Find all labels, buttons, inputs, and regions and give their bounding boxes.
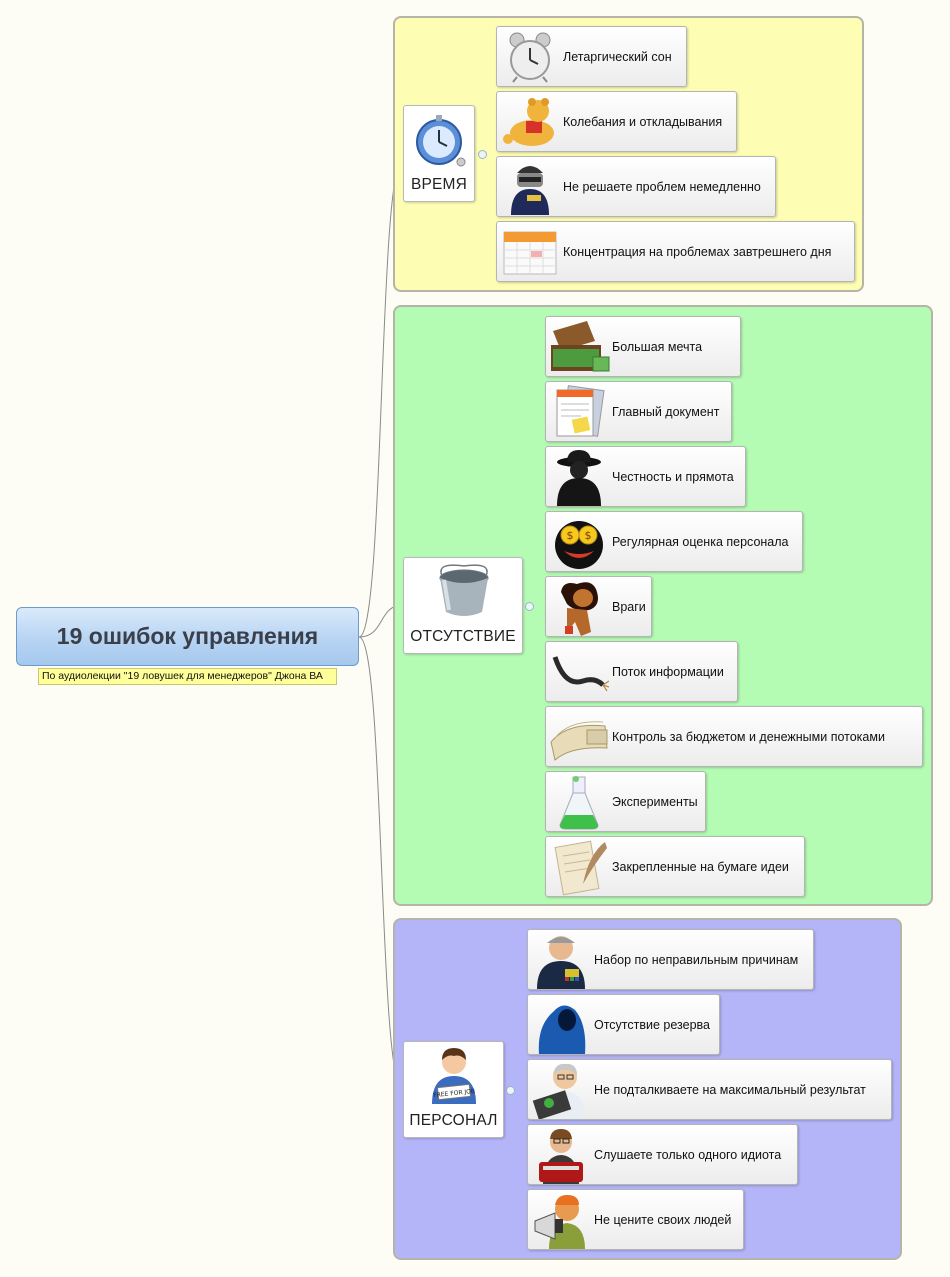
- svg-text:$: $: [585, 529, 592, 542]
- businessman-tablet-icon: [528, 1061, 594, 1119]
- topic-label: Не решаете проблем немедленно: [563, 179, 761, 194]
- money-suitcase-icon: [546, 318, 612, 376]
- topic-staff-4[interactable]: Слушаете только одного идиота: [527, 1124, 798, 1185]
- topic-label: Большая мечта: [612, 339, 703, 354]
- topic-label: Летаргический сон: [563, 49, 672, 64]
- hooded-figure-icon: [528, 996, 594, 1054]
- megaphone-man-icon: [528, 1191, 594, 1249]
- topic-staff-3[interactable]: Не подталкиваете на максимальный результ…: [527, 1059, 892, 1120]
- topic-staff-5[interactable]: Не цените своих людей: [527, 1189, 744, 1250]
- branch-absence-collapse[interactable]: [525, 602, 534, 611]
- alarm-clock-icon: [497, 28, 563, 86]
- topic-absence-8[interactable]: Эксперименты: [545, 771, 706, 832]
- spy-icon: [546, 448, 612, 506]
- topic-absence-1[interactable]: Большая мечта: [545, 316, 741, 377]
- branch-staff[interactable]: FREE FOR JOB ПЕРСОНАЛ: [403, 1041, 504, 1138]
- topic-label: Не подталкиваете на максимальный результ…: [594, 1082, 866, 1097]
- svg-text:FREE FOR JOB: FREE FOR JOB: [433, 1088, 475, 1099]
- topic-label: Слушаете только одного идиота: [594, 1147, 782, 1162]
- branch-time-label: ВРЕМЯ: [410, 176, 468, 193]
- dollar-eyes-smiley-icon: $ $: [546, 513, 612, 571]
- topic-label: Эксперименты: [612, 794, 698, 809]
- topic-label: Закрепленные на бумаге идеи: [612, 859, 789, 874]
- cable-icon: [546, 643, 612, 701]
- topic-label: Набор по неправильным причинам: [594, 952, 799, 967]
- calendar-icon: [497, 223, 563, 281]
- topic-label: Концентрация на проблемах завтрешнего дн…: [563, 244, 832, 259]
- general-icon: [528, 931, 594, 989]
- central-topic[interactable]: 19 ошибок управления: [16, 607, 359, 666]
- cash-stack-icon: [546, 708, 612, 766]
- branch-absence[interactable]: ОТСУТСТВИЕ: [403, 557, 523, 654]
- quill-paper-icon: [546, 838, 612, 896]
- topic-absence-4[interactable]: $ $ Регулярная оценка персонала: [545, 511, 803, 572]
- topic-time-3[interactable]: Не решаете проблем немедленно: [496, 156, 776, 217]
- topic-label: Главный документ: [612, 404, 720, 419]
- topic-label: Регулярная оценка персонала: [612, 534, 789, 549]
- topic-absence-3[interactable]: Честность и прямота: [545, 446, 746, 507]
- topic-absence-2[interactable]: Главный документ: [545, 381, 732, 442]
- topic-absence-5[interactable]: Враги: [545, 576, 652, 637]
- empty-bucket-icon: [434, 564, 494, 625]
- svg-text:$: $: [567, 529, 574, 542]
- stopwatch-icon: [412, 112, 468, 173]
- winnie-the-pooh-icon: [497, 93, 563, 151]
- topic-label: Честность и прямота: [612, 469, 734, 484]
- branch-absence-label: ОТСУТСТВИЕ: [410, 628, 516, 645]
- branch-time-collapse[interactable]: [478, 150, 487, 159]
- branch-staff-collapse[interactable]: [506, 1086, 515, 1095]
- central-note: По аудиолекции "19 ловушек для менеджеро…: [38, 668, 337, 685]
- topic-label: Не цените своих людей: [594, 1212, 732, 1227]
- topic-absence-9[interactable]: Закрепленные на бумаге идеи: [545, 836, 805, 897]
- topic-absence-7[interactable]: Контроль за бюджетом и денежными потокам…: [545, 706, 923, 767]
- topic-label: Поток информации: [612, 664, 724, 679]
- policeman-icon: [497, 158, 563, 216]
- topic-label: Отсутствие резерва: [594, 1017, 710, 1032]
- topic-time-2[interactable]: Колебания и откладывания: [496, 91, 737, 152]
- topic-label: Контроль за бюджетом и денежными потокам…: [612, 729, 885, 744]
- topic-time-4[interactable]: Концентрация на проблемах завтрешнего дн…: [496, 221, 855, 282]
- central-title: 19 ошибок управления: [56, 623, 319, 649]
- branch-time[interactable]: ВРЕМЯ: [403, 105, 475, 202]
- lion-scar-icon: [546, 578, 612, 636]
- topic-absence-6[interactable]: Поток информации: [545, 641, 738, 702]
- topic-label: Враги: [612, 599, 646, 614]
- job-seeker-icon: FREE FOR JOB: [426, 1046, 482, 1109]
- documents-icon: [546, 383, 612, 441]
- speaker-man-icon: [528, 1126, 594, 1184]
- topic-staff-2[interactable]: Отсутствие резерва: [527, 994, 720, 1055]
- branch-staff-label: ПЕРСОНАЛ: [409, 1112, 498, 1129]
- topic-label: Колебания и откладывания: [563, 114, 723, 129]
- flask-icon: [546, 773, 612, 831]
- topic-time-1[interactable]: Летаргический сон: [496, 26, 687, 87]
- topic-staff-1[interactable]: Набор по неправильным причинам: [527, 929, 814, 990]
